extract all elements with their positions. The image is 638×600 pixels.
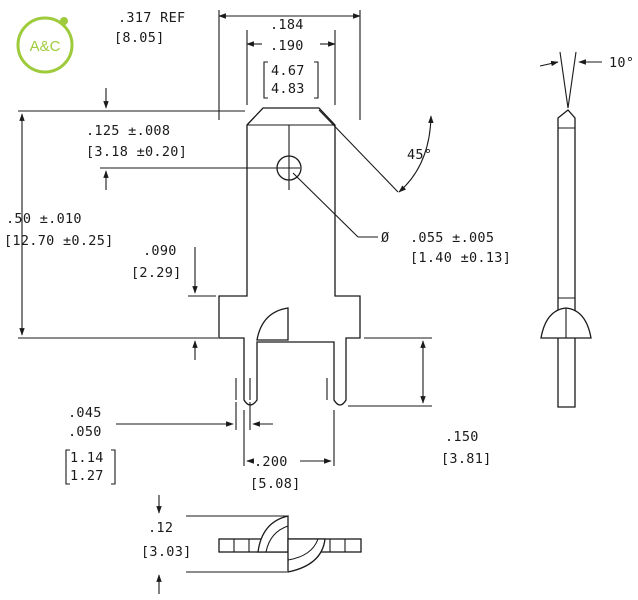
tip-width-2-mm: 4.83 bbox=[271, 81, 305, 97]
tip-width-1-in: .184 bbox=[270, 17, 304, 33]
length-in: .50 ±.010 bbox=[6, 211, 82, 227]
tip-width-2-in: .190 bbox=[270, 38, 304, 54]
side-blade bbox=[557, 109, 576, 408]
hole-position-mm: [3.18 ±0.20] bbox=[86, 144, 187, 160]
hole-diameter-in: .055 ±.005 bbox=[410, 230, 494, 246]
front-view bbox=[218, 107, 361, 406]
dim-hole-position: .125 ±.008 [3.18 ±0.20] bbox=[18, 88, 277, 190]
dimple-front bbox=[256, 307, 289, 341]
hole-diameter-symbol: Ø bbox=[381, 230, 389, 246]
dim-pin-pitch: .200 [5.08] bbox=[243, 410, 335, 492]
pitch-mm: [5.08] bbox=[250, 476, 301, 492]
tab-height-mm: [2.29] bbox=[131, 265, 182, 281]
bottom-dimple-bottom bbox=[287, 538, 326, 573]
leg-length-in: .150 bbox=[445, 429, 479, 445]
logo-text: A&C bbox=[30, 38, 61, 55]
leg-width-2-mm: 1.27 bbox=[70, 468, 104, 484]
ref-width-in: .317 REF bbox=[118, 10, 185, 26]
side-angle: 10° bbox=[609, 55, 634, 71]
leg-length-mm: [3.81] bbox=[441, 451, 492, 467]
dim-overall-length: .50 ±.010 [12.70 ±0.25] bbox=[4, 113, 218, 339]
hole-position-in: .125 ±.008 bbox=[86, 123, 170, 139]
dim-tab-height: .090 [2.29] bbox=[131, 243, 216, 360]
tip-width-1-mm: 4.67 bbox=[271, 63, 305, 79]
bottom-view: .12 [3.03] bbox=[141, 495, 362, 594]
dim-hole-diameter: Ø .055 ±.005 [1.40 ±0.13] bbox=[292, 172, 511, 266]
dim-chamfer-angle: 45° bbox=[318, 109, 434, 193]
dim-tip-width: .184 .190 4.67 4.83 bbox=[246, 17, 336, 105]
ref-width-mm: [8.05] bbox=[114, 30, 165, 46]
terminal-outline bbox=[218, 107, 361, 406]
height-in: .12 bbox=[148, 520, 173, 536]
bottom-dimple-top bbox=[257, 515, 289, 553]
company-logo: A&C bbox=[16, 16, 74, 74]
height-mm: [3.03] bbox=[141, 544, 192, 560]
logo-dot bbox=[60, 17, 68, 25]
tab-height-in: .090 bbox=[143, 243, 177, 259]
leg-width-1-mm: 1.14 bbox=[70, 450, 104, 466]
dim-ref-width: .317 REF [8.05] bbox=[114, 10, 361, 120]
dim-leg-length: .150 [3.81] bbox=[348, 337, 492, 467]
logo-ring bbox=[16, 16, 74, 74]
dim-leg-width: .045 .050 1.14 1.27 bbox=[65, 402, 273, 485]
side-view: 10° bbox=[539, 51, 634, 408]
chamfer-angle: 45° bbox=[407, 147, 432, 163]
length-mm: [12.70 ±0.25] bbox=[4, 233, 114, 249]
leg-width-2-in: .050 bbox=[68, 424, 102, 440]
pitch-in: .200 bbox=[254, 454, 288, 470]
hole-diameter-mm: [1.40 ±0.13] bbox=[410, 250, 511, 266]
leg-width-1-in: .045 bbox=[68, 405, 102, 421]
